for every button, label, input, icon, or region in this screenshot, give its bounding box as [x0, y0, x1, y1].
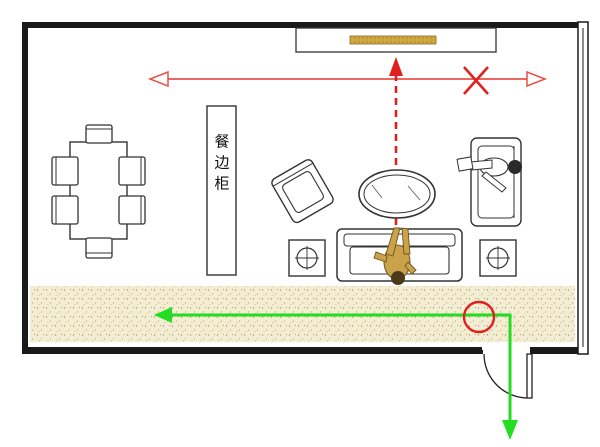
tv-cabinet	[295, 27, 497, 53]
side-table-right	[479, 239, 517, 277]
person-seated-right	[456, 156, 522, 193]
door	[481, 350, 533, 399]
green-arrowhead-left	[154, 307, 172, 323]
side-table-left	[288, 239, 326, 277]
dining-chair	[51, 195, 79, 225]
dining-set	[51, 124, 146, 259]
wall-top	[22, 22, 588, 28]
wall-bottom-left	[22, 347, 482, 354]
window-right	[577, 21, 589, 355]
red-double-arrow	[147, 70, 548, 88]
dining-chair	[118, 195, 146, 225]
tv-icon	[349, 35, 437, 45]
walls	[22, 21, 589, 355]
coffee-table	[358, 169, 436, 219]
wall-bottom-right	[530, 347, 588, 354]
person-on-sofa	[373, 227, 417, 285]
door-leaf	[526, 353, 533, 399]
red-cross-mark	[463, 66, 489, 95]
red-circle-marker	[462, 300, 496, 334]
dining-chair	[85, 124, 113, 144]
sideboard-label: 餐边柜	[213, 134, 231, 197]
dining-chair	[118, 156, 146, 186]
dining-chair	[51, 156, 79, 186]
sideboard: 餐边柜	[206, 105, 237, 276]
green-arrowhead-down	[502, 420, 518, 440]
dining-chair	[85, 237, 113, 259]
door-swing-arc	[483, 353, 528, 399]
green-path-arrow	[154, 307, 518, 440]
dining-table	[69, 141, 128, 240]
wall-left	[22, 22, 28, 354]
armchair-left	[271, 159, 334, 224]
